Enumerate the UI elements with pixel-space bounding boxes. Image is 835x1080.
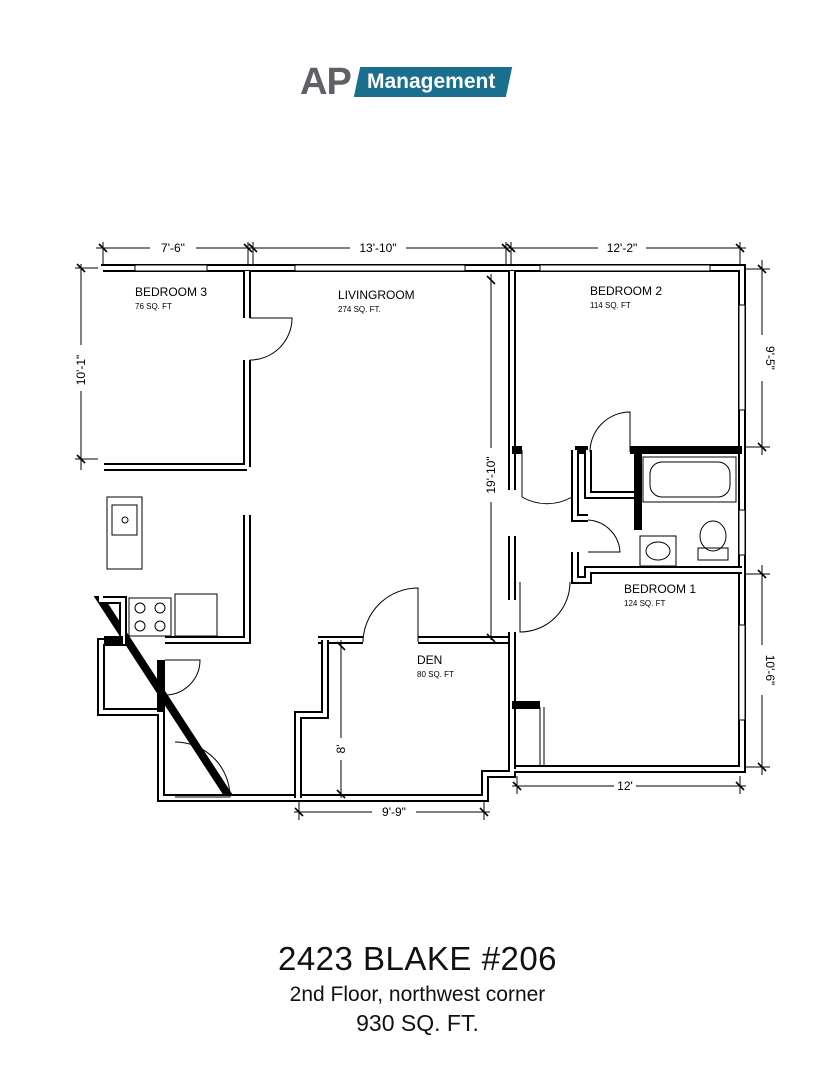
burner-icon [134,620,146,632]
room-name-bedroom2: BEDROOM 2 [590,284,662,298]
bathtub-basin-icon [649,461,731,498]
window-bedroom1 [738,624,746,721]
door-entry [174,741,231,798]
dim-bottom-den: 9'-9" [382,805,406,819]
fixtures [106,456,737,637]
dim-center-vertical: 19'-10" [484,456,498,493]
sink-drain-icon [121,516,129,524]
stove-icon [128,597,172,637]
room-area-livingroom: 274 SQ. FT. [338,305,381,314]
walls [93,264,746,802]
room-area-bedroom1: 124 SQ. FT [624,599,665,608]
dim-left: 10'-1" [74,355,88,386]
door-bath [587,519,621,553]
door-bedroom1 [519,581,571,633]
door-bedroom2-closet [589,411,631,453]
window-bath [738,509,746,556]
logo-ap-text: AP [300,61,352,103]
burner-icon [134,602,146,614]
bath-sink-basin-icon [645,541,671,561]
dim-top-right: 12'-2" [607,241,638,255]
bath-sink-icon [639,535,677,567]
burner-icon [154,620,166,632]
toilet-tank-icon [697,547,729,561]
window-bedroom3 [134,264,208,272]
window-bedroom2-side [738,304,746,411]
dim-bottom-right: 12' [617,779,633,793]
address-title: 2423 BLAKE #206 [277,940,558,977]
room-name-bedroom1: BEDROOM 1 [624,582,696,596]
room-area-den: 80 SQ. FT [417,670,454,679]
room-area-bedroom3: 76 SQ. FT [135,302,172,311]
window-livingroom [294,264,466,272]
door-bedroom3 [249,317,293,361]
toilet-icon [699,520,727,552]
dim-right-upper: 9'-5" [763,346,777,370]
dimension-labels: 7'-6" 13'-10" 12'-2" 10'-1" 9'-5" 10'-6"… [74,240,777,819]
refrigerator-icon [174,593,218,637]
room-name-den: DEN [417,653,442,667]
floor-plan: BEDROOM 3 76 SQ. FT LIVINGROOM 274 SQ. F… [74,240,777,820]
floor-subtitle: 2nd Floor, northwest corner [289,983,546,1006]
room-name-livingroom: LIVINGROOM [338,288,415,302]
room-labels: BEDROOM 3 76 SQ. FT LIVINGROOM 274 SQ. F… [135,284,696,679]
door-den [362,587,419,643]
door-bedroom1-closet [539,707,545,765]
dim-den-vertical: 8' [334,745,348,754]
kitchen-sink-icon [111,504,138,536]
total-area: 930 SQ. FT. [356,1010,479,1036]
ap-management-logo: AP Management [300,61,513,103]
burner-icon [154,602,166,614]
dim-top-middle: 13'-10" [359,241,396,255]
doors [164,317,631,798]
dimension-lines [75,242,770,820]
dim-right-lower: 10'-6" [763,655,777,686]
windows [134,264,746,721]
window-bedroom2 [539,264,711,272]
kitchen-counter [106,496,143,570]
dim-top-left: 7'-6" [161,241,185,255]
door-bedroom2 [521,450,573,505]
door-closet [164,659,201,696]
room-area-bedroom2: 114 SQ. FT [590,301,631,310]
room-name-bedroom3: BEDROOM 3 [135,285,207,299]
bathtub-icon [642,456,737,503]
